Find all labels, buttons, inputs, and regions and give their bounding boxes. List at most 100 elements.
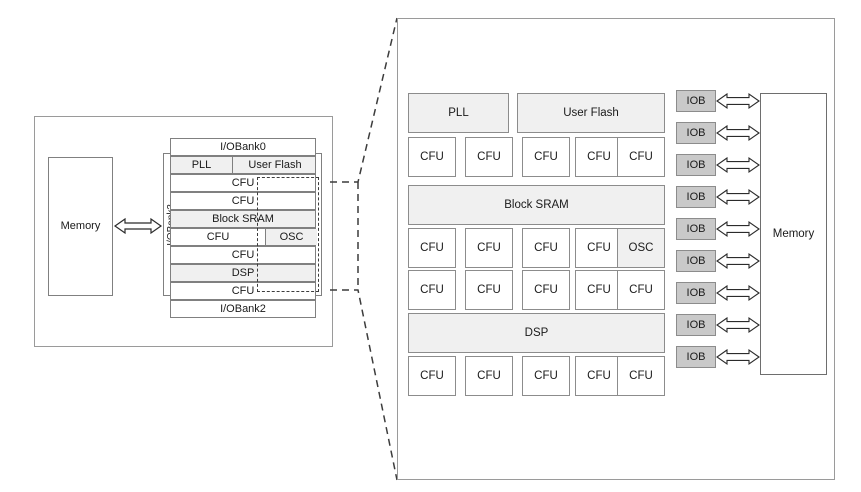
detail-block-label: CFU (420, 284, 444, 296)
detail-block-label: CFU (534, 242, 558, 254)
detail-block-iob: IOB (676, 282, 716, 304)
detail-block-iob: IOB (676, 218, 716, 240)
detail-block-label: CFU (420, 151, 444, 163)
iob-memory-arrow (716, 124, 760, 142)
detail-block-label: CFU (477, 151, 501, 163)
detail-block-label: CFU (629, 151, 653, 163)
detail-block-cfu: CFU (522, 356, 570, 396)
detail-block-label: CFU (477, 284, 501, 296)
detail-block-cfu: CFU (465, 270, 513, 310)
detail-block-label: IOB (686, 95, 706, 107)
overview-row-cfu-1: CFU (170, 174, 316, 192)
overview-cell-user-flash: User Flash (233, 157, 317, 173)
detail-block-label: DSP (524, 327, 549, 339)
detail-block-label: User Flash (563, 107, 619, 119)
memory-iobank3-arrow (113, 217, 163, 235)
detail-block-cfu: CFU (522, 270, 570, 310)
detail-block-dsp: DSP (408, 313, 665, 353)
overview-row-block-sram: Block SRAM (170, 210, 316, 228)
iob-memory-arrow (716, 284, 760, 302)
detail-block-label: CFU (420, 370, 444, 382)
overview-row-pll-userflash: PLL User Flash (170, 156, 316, 174)
overview-row-iobank2: I/OBank2 (170, 300, 316, 318)
detail-block-osc: OSC (617, 228, 665, 268)
detail-block-cfu: CFU (408, 270, 456, 310)
detail-block-cfu: CFU (522, 137, 570, 177)
detail-block-label: IOB (686, 127, 706, 139)
overview-cell-label: PLL (191, 159, 212, 171)
iob-memory-arrow (716, 188, 760, 206)
overview-row-iobank0: I/OBank0 (170, 138, 316, 156)
overview-row-label: DSP (231, 267, 255, 279)
overview-memory-label: Memory (60, 220, 101, 232)
overview-cell-label: OSC (279, 231, 304, 243)
detail-block-label: CFU (587, 242, 611, 254)
detail-block-iob: IOB (676, 346, 716, 368)
overview-cell-label: CFU (206, 231, 230, 243)
detail-block-label: IOB (686, 319, 706, 331)
overview-row-label: Block SRAM (212, 213, 274, 225)
detail-block-label: Block SRAM (504, 199, 569, 211)
detail-block-cfu: CFU (465, 356, 513, 396)
detail-block-label: CFU (629, 370, 653, 382)
overview-row-label: CFU (231, 177, 255, 189)
detail-block-label: IOB (686, 351, 706, 363)
detail-block-iob: IOB (676, 250, 716, 272)
detail-memory-label: Memory (772, 228, 815, 240)
detail-block-label: CFU (420, 242, 444, 254)
overview-cell-pll: PLL (171, 157, 233, 173)
overview-row-label: I/OBank0 (220, 141, 266, 153)
iob-memory-arrow (716, 252, 760, 270)
detail-block-cfu: CFU (617, 137, 665, 177)
overview-row-label: CFU (231, 285, 255, 297)
detail-block-label: CFU (477, 242, 501, 254)
detail-block-iob: IOB (676, 186, 716, 208)
overview-row-cfu-osc: CFU OSC (170, 228, 317, 246)
detail-block-label: IOB (686, 255, 706, 267)
detail-block-cfu: CFU (522, 228, 570, 268)
overview-cell-cfu: CFU (171, 229, 266, 245)
detail-block-label: IOB (686, 159, 706, 171)
detail-block-label: IOB (686, 287, 706, 299)
detail-block-label: CFU (534, 370, 558, 382)
detail-block-label: CFU (629, 284, 653, 296)
detail-block-cfu: CFU (617, 356, 665, 396)
overview-cell-label: User Flash (248, 159, 302, 171)
detail-block-cfu: CFU (465, 137, 513, 177)
detail-block-cfu: CFU (408, 356, 456, 396)
detail-block-label: CFU (587, 151, 611, 163)
overview-row-label: CFU (231, 249, 255, 261)
detail-block-label: IOB (686, 223, 706, 235)
overview-row-cfu-2: CFU (170, 192, 316, 210)
detail-block-cfu: CFU (408, 228, 456, 268)
overview-row-cfu-4: CFU (170, 282, 316, 300)
detail-block-label: CFU (477, 370, 501, 382)
overview-cell-osc: OSC (266, 229, 317, 245)
iob-memory-arrow (716, 92, 760, 110)
iob-memory-arrow (716, 316, 760, 334)
iob-memory-arrow (716, 156, 760, 174)
overview-row-dsp: DSP (170, 264, 316, 282)
detail-block-iob: IOB (676, 154, 716, 176)
overview-resource-stack: I/OBank0 PLL User Flash CFU CFU Block SR… (170, 138, 317, 320)
detail-block-user-flash: User Flash (517, 93, 665, 133)
detail-memory-block: Memory (760, 93, 827, 375)
iob-memory-arrow (716, 348, 760, 366)
detail-block-iob: IOB (676, 314, 716, 336)
detail-block-label: CFU (587, 370, 611, 382)
overview-row-cfu-3: CFU (170, 246, 316, 264)
detail-block-iob: IOB (676, 90, 716, 112)
detail-block-cfu: CFU (575, 356, 623, 396)
overview-row-label: CFU (231, 195, 255, 207)
detail-block-cfu: CFU (575, 137, 623, 177)
detail-block-label: CFU (534, 284, 558, 296)
detail-block-label: CFU (587, 284, 611, 296)
overview-row-label: I/OBank2 (220, 303, 266, 315)
detail-block-cfu: CFU (465, 228, 513, 268)
zoom-selection-rect (257, 177, 319, 292)
detail-block-block-sram: Block SRAM (408, 185, 665, 225)
detail-block-pll: PLL (408, 93, 509, 133)
detail-block-label: IOB (686, 191, 706, 203)
detail-block-cfu: CFU (575, 270, 623, 310)
